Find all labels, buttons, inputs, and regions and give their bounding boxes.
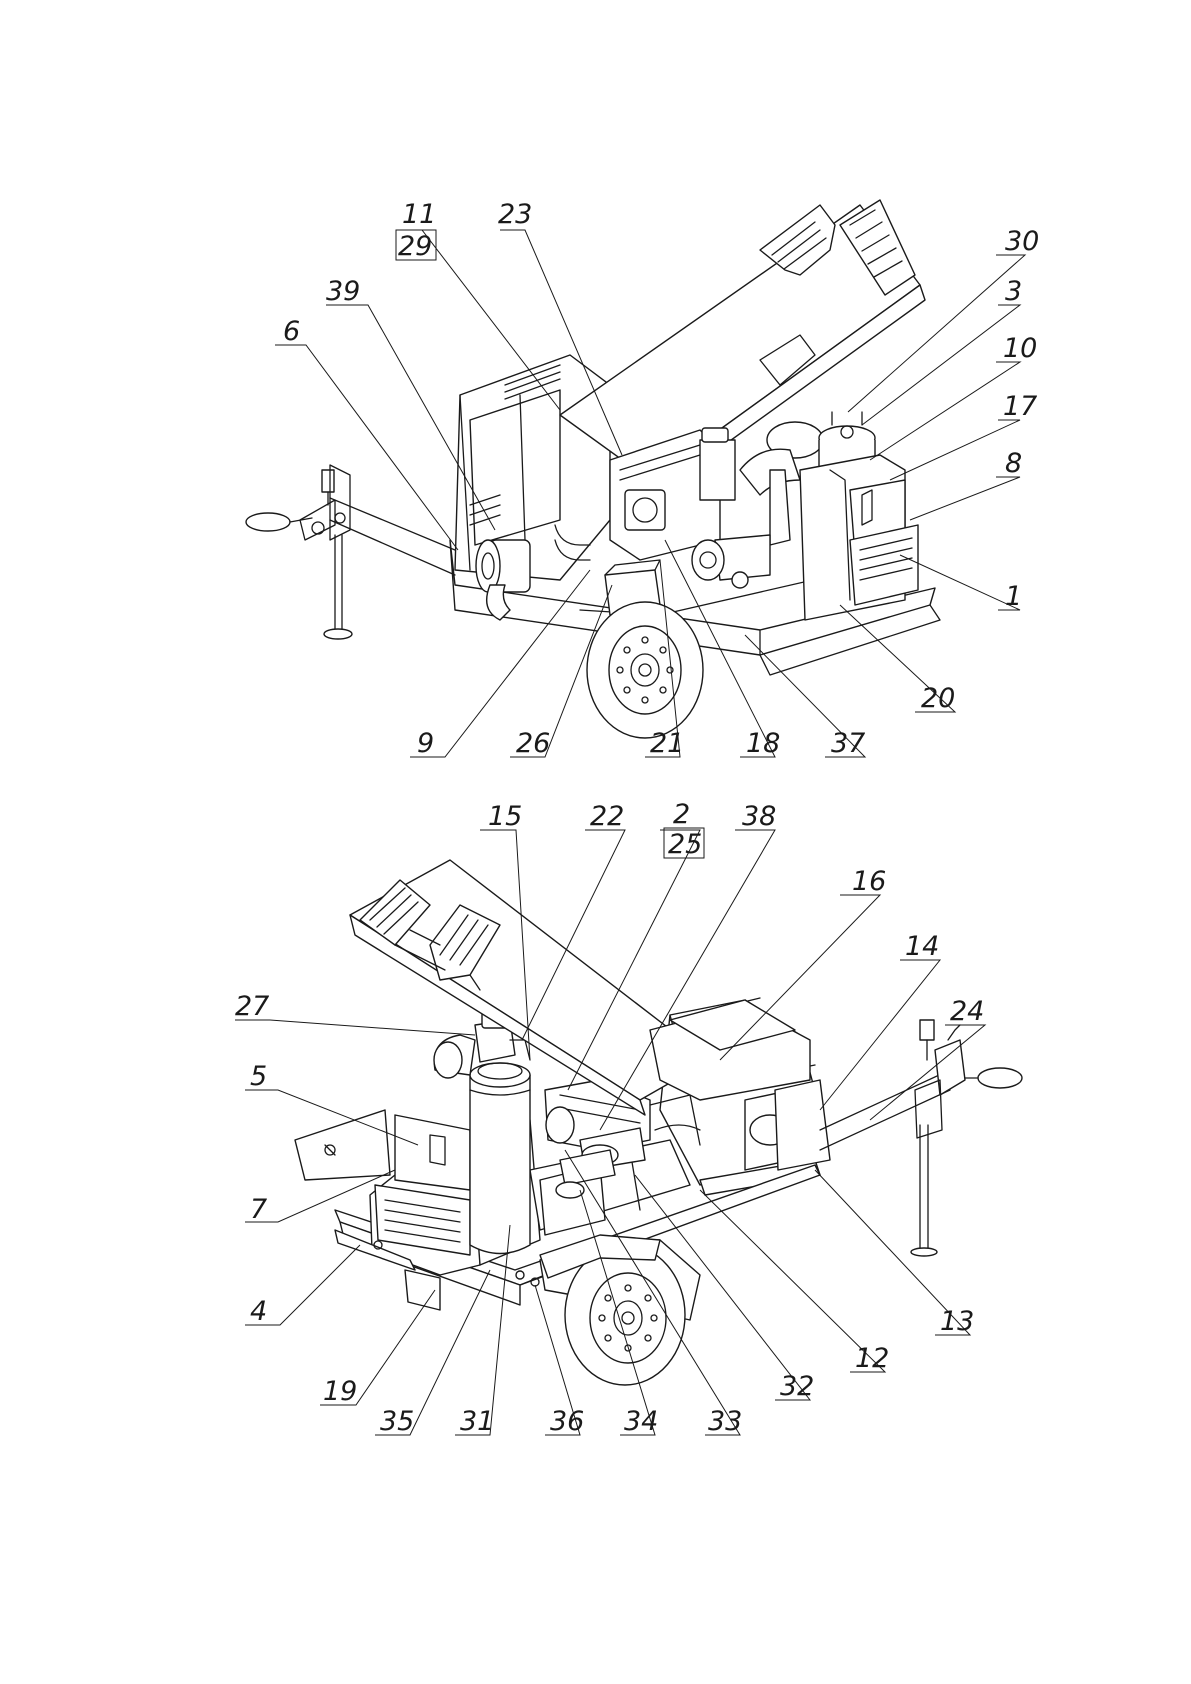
callout-39: 39 xyxy=(326,276,360,307)
leader-lines-top xyxy=(275,229,1027,758)
callout-11: 11 xyxy=(402,199,436,230)
hood-rear-bottom xyxy=(649,997,811,1101)
callout-labels-bottom: 15 22 2 25 38 16 14 24 27 5 7 4 19 35 31… xyxy=(235,799,984,1437)
callout-1: 1 xyxy=(1005,581,1022,612)
callout-34: 34 xyxy=(624,1406,658,1437)
front-panel-bottom xyxy=(334,1114,491,1311)
support-leg-top xyxy=(321,464,353,640)
callout-38: 38 xyxy=(742,801,776,832)
callout-16: 16 xyxy=(852,866,886,897)
separator-top xyxy=(799,411,919,621)
callout-8: 8 xyxy=(1005,448,1022,479)
callout-21: 21 xyxy=(650,728,684,759)
callout-31: 31 xyxy=(460,1406,494,1437)
callout-36: 36 xyxy=(550,1406,584,1437)
callout-32: 32 xyxy=(780,1371,814,1402)
callout-20: 20 xyxy=(921,683,955,714)
bottom-view-drawing xyxy=(294,859,1023,1386)
callout-9: 9 xyxy=(417,728,434,759)
callout-4: 4 xyxy=(250,1296,267,1327)
callout-3: 3 xyxy=(1005,276,1022,307)
callout-14: 14 xyxy=(905,931,939,962)
callout-26: 26 xyxy=(516,728,550,759)
leader-lines-bottom xyxy=(235,829,987,1436)
callout-12: 12 xyxy=(855,1343,889,1374)
callout-22: 22 xyxy=(590,801,624,832)
callout-35: 35 xyxy=(380,1406,414,1437)
drawbar-bottom xyxy=(819,1019,1023,1257)
callout-15: 15 xyxy=(488,801,522,832)
callout-6: 6 xyxy=(283,316,300,347)
callout-33: 33 xyxy=(708,1406,742,1437)
callout-7: 7 xyxy=(250,1194,267,1225)
callout-23: 23 xyxy=(498,199,532,230)
callout-30: 30 xyxy=(1005,226,1039,257)
wheel-top xyxy=(586,601,704,739)
filter-bottom xyxy=(433,1009,531,1079)
enclosure-rear-top xyxy=(454,354,611,581)
callout-18: 18 xyxy=(746,728,780,759)
callout-24: 24 xyxy=(950,996,984,1027)
side-door-bottom xyxy=(294,1109,391,1181)
callout-19: 19 xyxy=(323,1376,357,1407)
callout-27: 27 xyxy=(235,991,269,1022)
wheel-bottom xyxy=(539,1234,701,1386)
top-view-drawing xyxy=(245,199,941,739)
callout-25: 25 xyxy=(668,829,702,860)
callout-labels-top: 11 29 23 39 6 30 3 10 17 8 1 20 37 18 21… xyxy=(283,199,1039,759)
callout-2: 2 xyxy=(673,799,690,830)
air-filter-top xyxy=(475,524,591,621)
callout-5: 5 xyxy=(250,1061,267,1092)
callout-17: 17 xyxy=(1003,391,1037,422)
separator-bottom xyxy=(469,1062,531,1255)
engine-top xyxy=(604,427,736,616)
drawbar-top xyxy=(245,497,456,576)
hood-open-bottom xyxy=(349,859,711,1116)
callout-13: 13 xyxy=(940,1306,974,1337)
callout-37: 37 xyxy=(831,728,865,759)
callout-10: 10 xyxy=(1003,333,1037,364)
compressor-top xyxy=(691,421,824,589)
callout-29: 29 xyxy=(398,231,432,262)
